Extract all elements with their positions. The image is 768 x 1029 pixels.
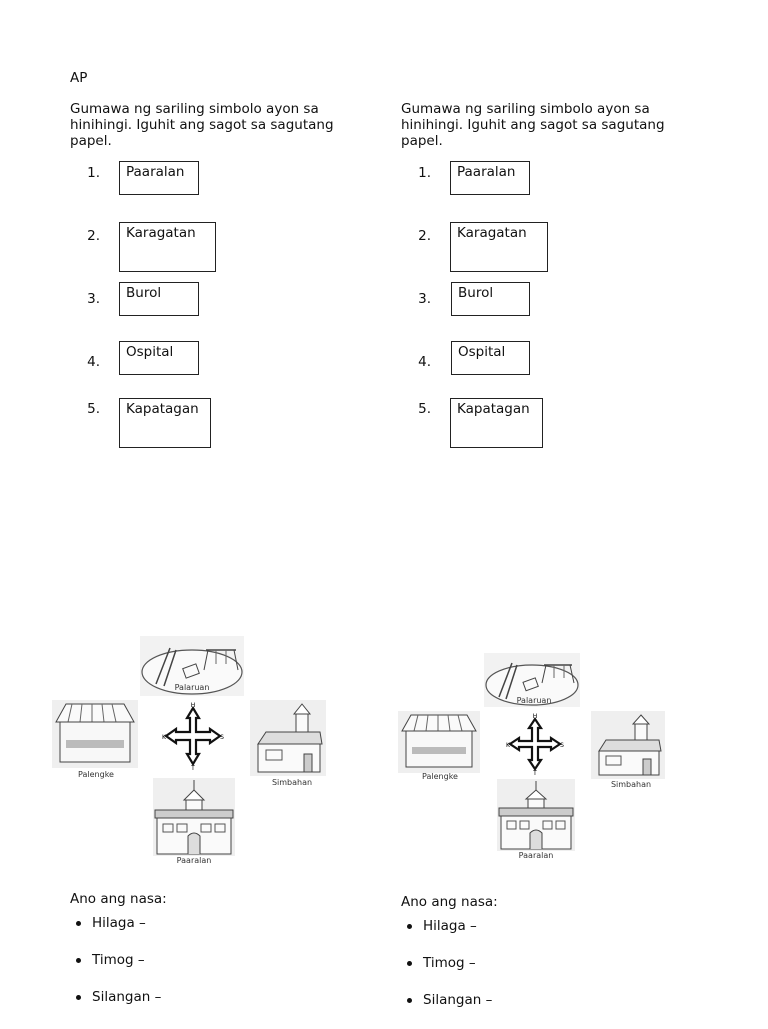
item-number: 2. xyxy=(418,228,431,244)
direction-list: Hilaga – Timog – Silangan – xyxy=(70,915,161,1026)
school-illustration xyxy=(153,778,235,856)
direction-map: Palaruan Palengke H T S K Simbahan xyxy=(52,636,332,868)
church-illustration xyxy=(250,700,326,776)
item-number: 2. xyxy=(87,228,100,244)
list-item: Hilaga – xyxy=(401,918,492,955)
compass-south-label: T xyxy=(532,770,537,775)
place-caption-north: Palaruan xyxy=(174,683,210,692)
item-label: Karagatan xyxy=(457,225,527,241)
compass-south-label: T xyxy=(190,765,195,770)
answer-box-1: Paaralan xyxy=(450,161,530,195)
place-caption-south: Paaralan xyxy=(176,856,212,865)
instruction-text: Gumawa ng sariling simbolo ayon sa hinih… xyxy=(70,101,334,149)
compass-west-label: K xyxy=(162,734,167,741)
item-label: Burol xyxy=(126,285,162,301)
compass-rose-icon: H T S K xyxy=(162,702,224,770)
question-text: Ano ang nasa: xyxy=(70,891,167,907)
item-number: 1. xyxy=(87,165,100,181)
subject-title: AP xyxy=(70,70,88,86)
place-caption-east: Simbahan xyxy=(271,778,313,787)
place-caption-south: Paaralan xyxy=(518,851,554,860)
item-label: Ospital xyxy=(126,344,174,360)
item-number: 4. xyxy=(418,354,431,370)
item-number: 4. xyxy=(87,354,100,370)
playground-illustration xyxy=(484,653,580,707)
item-number: 5. xyxy=(418,401,431,417)
list-item: Hilaga – xyxy=(70,915,161,952)
item-label: Kapatagan xyxy=(126,401,199,417)
item-number: 3. xyxy=(87,291,100,307)
item-label: Paaralan xyxy=(126,164,185,180)
answer-box-4: Ospital xyxy=(119,341,199,375)
answer-box-5: Kapatagan xyxy=(450,398,543,448)
market-illustration xyxy=(398,711,480,773)
compass-east-label: S xyxy=(560,742,564,749)
item-label: Ospital xyxy=(458,344,506,360)
item-label: Paaralan xyxy=(457,164,516,180)
list-item: Silangan – xyxy=(401,992,492,1029)
direction-list: Hilaga – Timog – Silangan – xyxy=(401,918,492,1029)
answer-box-4: Ospital xyxy=(451,341,530,375)
item-label: Burol xyxy=(458,285,494,301)
list-item: Silangan – xyxy=(70,989,161,1026)
item-label: Karagatan xyxy=(126,225,196,241)
item-number: 5. xyxy=(87,401,100,417)
place-caption-north: Palaruan xyxy=(516,696,552,705)
church-illustration xyxy=(591,711,665,779)
compass-north-label: H xyxy=(533,713,538,720)
answer-box-3: Burol xyxy=(119,282,199,316)
item-number: 1. xyxy=(418,165,431,181)
list-item: Timog – xyxy=(70,952,161,989)
place-caption-west: Palengke xyxy=(78,770,114,779)
market-illustration xyxy=(52,700,138,768)
answer-box-1: Paaralan xyxy=(119,161,199,195)
compass-rose-icon: H T S K xyxy=(506,713,564,775)
answer-box-5: Kapatagan xyxy=(119,398,211,448)
place-caption-west: Palengke xyxy=(422,772,458,781)
direction-map: Palaruan Palengke H T S K Simbahan xyxy=(398,653,668,865)
compass-east-label: S xyxy=(220,734,224,741)
playground-illustration xyxy=(140,636,244,696)
list-item: Timog – xyxy=(401,955,492,992)
question-text: Ano ang nasa: xyxy=(401,894,498,910)
answer-box-2: Karagatan xyxy=(119,222,216,272)
compass-north-label: H xyxy=(191,702,196,709)
item-label: Kapatagan xyxy=(457,401,530,417)
place-caption-east: Simbahan xyxy=(610,780,652,789)
answer-box-2: Karagatan xyxy=(450,222,548,272)
answer-box-3: Burol xyxy=(451,282,530,316)
school-illustration xyxy=(497,779,575,851)
instruction-text: Gumawa ng sariling simbolo ayon sa hinih… xyxy=(401,101,665,149)
item-number: 3. xyxy=(418,291,431,307)
compass-west-label: K xyxy=(506,742,511,749)
